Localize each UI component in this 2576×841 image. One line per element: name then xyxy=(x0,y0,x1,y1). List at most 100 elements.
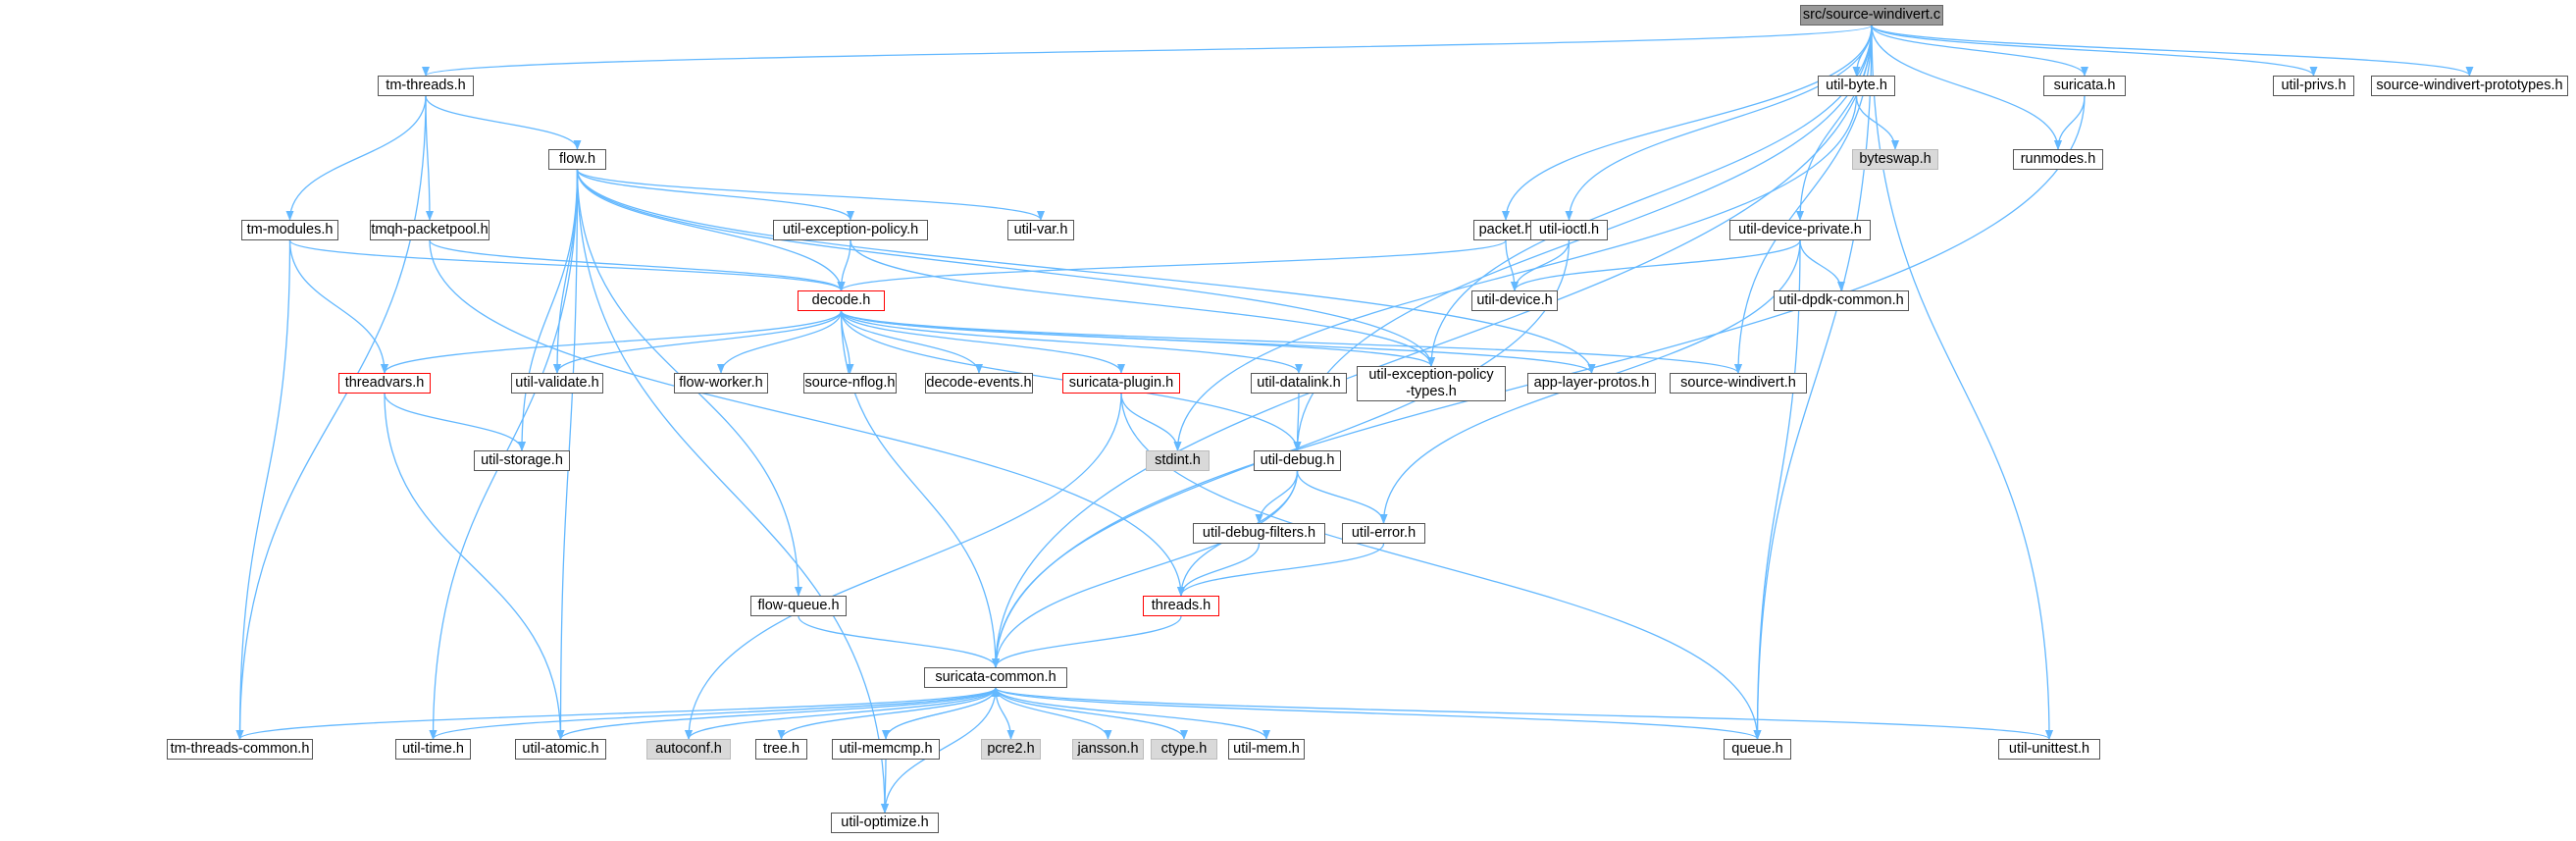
node-source-windivert-prototypes[interactable]: source-windivert-prototypes.h xyxy=(2371,76,2568,96)
edge-decode-to-suricata_plugin xyxy=(840,310,1125,374)
edge-suricata_common-to-tree xyxy=(777,687,997,740)
edge-flow-to-util_optimize xyxy=(576,169,889,814)
node-flow-queue[interactable]: flow-queue.h xyxy=(750,596,847,616)
edge-util_exception_policy-to-util_exc_types xyxy=(850,239,1435,367)
node-util-optimize[interactable]: util-optimize.h xyxy=(831,813,939,833)
edge-suricata_common-to-tm_threads_common xyxy=(235,687,997,740)
node-queue[interactable]: queue.h xyxy=(1724,739,1791,760)
edge-suricata_common-to-jansson xyxy=(995,687,1112,740)
edge-suricata_common-to-util_optimize xyxy=(881,687,997,814)
edge-root-to-tm_threads xyxy=(422,25,1873,77)
node-tm-modules[interactable]: tm-modules.h xyxy=(241,220,338,240)
node-util-exception-policy-types[interactable]: util-exception-policy -types.h xyxy=(1357,366,1506,401)
edge-suricata_common-to-queue xyxy=(995,687,1762,740)
node-source-nflog[interactable]: source-nflog.h xyxy=(803,373,897,394)
node-util-exception-policy[interactable]: util-exception-policy.h xyxy=(773,220,928,240)
node-util-device-private[interactable]: util-device-private.h xyxy=(1729,220,1871,240)
node-tm-threads[interactable]: tm-threads.h xyxy=(378,76,474,96)
edge-decode-to-flow_worker xyxy=(717,310,843,374)
node-util-datalink[interactable]: util-datalink.h xyxy=(1251,373,1347,394)
node-packet[interactable]: packet.h xyxy=(1473,220,1538,240)
edge-util_debug-to-util_debug_filters xyxy=(1255,470,1299,524)
edge-tm_modules-to-decode xyxy=(288,239,846,291)
node-util-mem[interactable]: util-mem.h xyxy=(1228,739,1305,760)
node-app-layer-protos[interactable]: app-layer-protos.h xyxy=(1527,373,1656,394)
edge-decode-to-util_validate xyxy=(553,310,843,374)
edge-suricata_common-to-autoconf xyxy=(685,687,997,740)
edge-threadvars-to-util_storage xyxy=(384,393,526,451)
node-runmodes[interactable]: runmodes.h xyxy=(2013,149,2103,170)
node-util-error[interactable]: util-error.h xyxy=(1342,523,1425,544)
node-util-storage[interactable]: util-storage.h xyxy=(474,450,570,471)
edge-root-to-util_unittest xyxy=(1871,25,2053,740)
edge-tmqh_packetpool-to-threads xyxy=(429,239,1185,597)
edge-root-to-util_privs xyxy=(1871,25,2318,77)
node-threadvars[interactable]: threadvars.h xyxy=(338,373,431,394)
edge-flow_queue-to-suricata_common xyxy=(798,615,1000,668)
edge-tmqh_packetpool-to-decode xyxy=(429,239,846,291)
edge-util_memcmp-to-suricata_common xyxy=(885,687,1000,740)
node-util-time[interactable]: util-time.h xyxy=(395,739,471,760)
edge-tm_modules-to-threadvars xyxy=(288,239,388,374)
edge-flow-to-util_exception_policy xyxy=(576,169,854,221)
edge-flow-to-util_var xyxy=(576,169,1045,221)
node-util-ioctl[interactable]: util-ioctl.h xyxy=(1530,220,1608,240)
edge-util_device_private-to-util_dpdk_common xyxy=(1799,239,1845,291)
edge-flow-to-decode xyxy=(576,169,846,291)
edge-suricata_common-to-util_mem xyxy=(995,687,1270,740)
node-util-device[interactable]: util-device.h xyxy=(1471,290,1558,311)
edge-decode-to-source_windivert xyxy=(840,310,1742,374)
edge-decode-to-decode_events xyxy=(840,310,983,374)
edge-flow-to-util_storage xyxy=(518,169,579,451)
edge-tm_threads-to-tmqh_packetpool xyxy=(425,95,434,221)
edge-flow-to-app_layer_protos xyxy=(576,169,1596,374)
edge-flow-to-util_exc_types xyxy=(576,169,1435,367)
node-flow[interactable]: flow.h xyxy=(548,149,606,170)
node-decode[interactable]: decode.h xyxy=(798,290,885,311)
node-suricata-common[interactable]: suricata-common.h xyxy=(924,667,1067,688)
edge-root-to-suricata_h xyxy=(1871,25,2088,77)
edge-util_datalink-to-util_debug xyxy=(1293,393,1302,451)
edge-suricata_common-to-util_unittest xyxy=(995,687,2053,740)
edge-tm_threads-to-flow xyxy=(425,95,582,150)
node-util-memcmp[interactable]: util-memcmp.h xyxy=(832,739,940,760)
edge-decode-to-app_layer_protos xyxy=(840,310,1596,374)
node-util-dpdk-common[interactable]: util-dpdk-common.h xyxy=(1774,290,1909,311)
node-suricata-plugin[interactable]: suricata-plugin.h xyxy=(1062,373,1180,394)
edge-util_byte-to-stdint xyxy=(1173,95,1858,451)
edge-util_debug-to-util_error xyxy=(1296,470,1388,524)
edge-util_device_private-to-util_device xyxy=(1511,239,1801,291)
edge-suricata_common-to-ctype xyxy=(995,687,1188,740)
edge-threads-to-suricata_common xyxy=(992,615,1182,668)
node-jansson: jansson.h xyxy=(1072,739,1144,760)
edge-threadvars-to-util_atomic xyxy=(384,393,565,740)
node-suricata-h[interactable]: suricata.h xyxy=(2043,76,2126,96)
edge-root-to-util_exc_types xyxy=(1427,25,1873,367)
edge-root-to-runmodes xyxy=(1871,25,2062,150)
edge-root-to-swd_proto xyxy=(1871,25,2474,77)
node-tree[interactable]: tree.h xyxy=(755,739,807,760)
node-util-debug[interactable]: util-debug.h xyxy=(1254,450,1341,471)
edge-util_byte-to-byteswap xyxy=(1855,95,1899,150)
node-util-debug-filters[interactable]: util-debug-filters.h xyxy=(1193,523,1325,544)
edge-packet-to-decode xyxy=(837,239,1507,291)
node-tm-threads-common[interactable]: tm-threads-common.h xyxy=(167,739,313,760)
edge-suricata_h-to-runmodes xyxy=(2054,95,2086,150)
node-util-privs[interactable]: util-privs.h xyxy=(2273,76,2354,96)
node-decode-events[interactable]: decode-events.h xyxy=(925,373,1033,394)
edge-suricata_common-to-util_atomic xyxy=(556,687,997,740)
node-util-validate[interactable]: util-validate.h xyxy=(511,373,603,394)
edge-suricata_common-to-util_time xyxy=(429,687,997,740)
node-util-var[interactable]: util-var.h xyxy=(1007,220,1074,240)
edge-util_debug_filters-to-threads xyxy=(1177,543,1261,597)
node-util-byte[interactable]: util-byte.h xyxy=(1818,76,1895,96)
edge-root-to-packet xyxy=(1502,25,1873,221)
node-tmqh-packetpool[interactable]: tmqh-packetpool.h xyxy=(370,220,489,240)
node-source-windivert[interactable]: source-windivert.h xyxy=(1670,373,1807,394)
node-util-atomic[interactable]: util-atomic.h xyxy=(515,739,606,760)
node-threads[interactable]: threads.h xyxy=(1143,596,1219,616)
node-flow-worker[interactable]: flow-worker.h xyxy=(674,373,768,394)
node-root[interactable]: src/source-windivert.c xyxy=(1800,5,1943,26)
node-util-unittest[interactable]: util-unittest.h xyxy=(1998,739,2100,760)
node-autoconf: autoconf.h xyxy=(646,739,731,760)
